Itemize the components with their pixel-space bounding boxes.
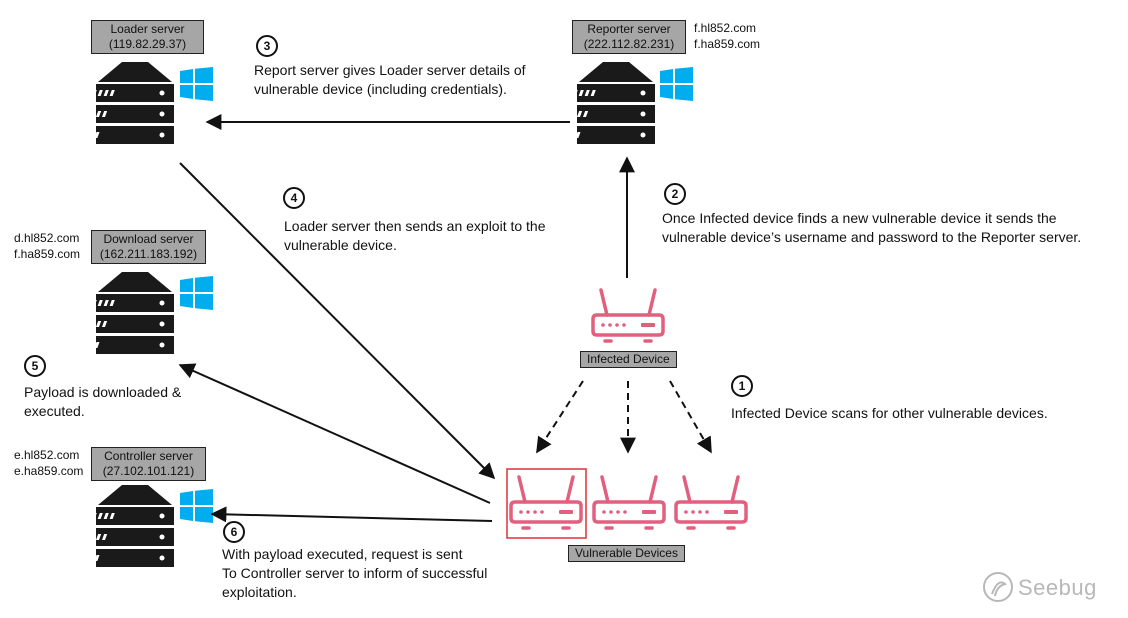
step-2-text: Once Infected device finds a new vulnera… bbox=[662, 209, 1081, 247]
reporter-domain: f.hl852.com bbox=[694, 21, 757, 35]
vulnerable-devices-label: Vulnerable Devices bbox=[568, 545, 685, 562]
arrow-step-4 bbox=[179, 162, 496, 480]
reporter-server-ip: (222.112.82.231) bbox=[583, 37, 675, 51]
step-text-line: vulnerable device’s username and passwor… bbox=[662, 229, 1082, 245]
arrow-step-5 bbox=[178, 363, 491, 504]
step-4-text: Loader server then sends an exploit to t… bbox=[284, 217, 546, 255]
controller-windows-icon bbox=[180, 489, 213, 523]
vulnerable-router-icon bbox=[592, 475, 666, 530]
selected-device-frame bbox=[506, 468, 587, 539]
step-4-number: 4 bbox=[283, 187, 305, 209]
reporter-server-label: Reporter server (222.112.82.231) bbox=[572, 20, 686, 54]
download-domain: d.hl852.com bbox=[14, 231, 80, 245]
step-6-number: 6 bbox=[223, 521, 245, 543]
step-text-line: Payload is downloaded & bbox=[24, 384, 182, 400]
download-domains: d.hl852.com f.ha859.com bbox=[14, 230, 80, 262]
infected-device-label: Infected Device bbox=[580, 351, 677, 368]
vulnerable-router-icon bbox=[674, 475, 748, 530]
step-text-line: executed. bbox=[24, 403, 85, 419]
step-text-line: exploitation. bbox=[222, 584, 297, 600]
step-6-text: With payload executed, request is sent T… bbox=[222, 545, 487, 602]
download-domain: f.ha859.com bbox=[14, 247, 81, 261]
step-text-line: Infected Device scans for other vulnerab… bbox=[731, 405, 1048, 421]
step-5-number: 5 bbox=[24, 355, 46, 377]
controller-domain: e.ha859.com bbox=[14, 464, 84, 478]
controller-server-label: Controller server (27.102.101.121) bbox=[91, 447, 206, 481]
controller-domain: e.hl852.com bbox=[14, 448, 80, 462]
loader-windows-icon bbox=[180, 67, 213, 101]
loader-server-name: Loader server bbox=[110, 22, 185, 36]
download-server-icon bbox=[76, 272, 174, 354]
reporter-windows-icon bbox=[660, 67, 693, 101]
step-text-line: To Controller server to inform of succes… bbox=[222, 565, 488, 581]
vulnerable-router-icon bbox=[509, 475, 583, 530]
loader-server-ip: (119.82.29.37) bbox=[108, 37, 187, 51]
step-3-text: Report server gives Loader server detail… bbox=[254, 61, 526, 99]
step-text-line: vulnerable device. bbox=[284, 237, 397, 253]
step-text-line: With payload executed, request is sent bbox=[222, 546, 463, 562]
step-text-line: Report server gives Loader server detail… bbox=[254, 62, 526, 78]
download-server-label: Download server (162.211.183.192) bbox=[91, 230, 206, 264]
scan-arrow bbox=[669, 380, 712, 454]
scan-arrow bbox=[536, 380, 584, 454]
step-text-line: Loader server then sends an exploit to t… bbox=[284, 218, 546, 234]
reporter-domain: f.ha859.com bbox=[694, 37, 761, 51]
step-1-text: Infected Device scans for other vulnerab… bbox=[731, 404, 1048, 423]
controller-server-ip: (27.102.101.121) bbox=[102, 464, 195, 478]
loader-server-label: Loader server (119.82.29.37) bbox=[91, 20, 204, 54]
download-windows-icon bbox=[180, 276, 213, 310]
step-text-line: vulnerable device (including credentials… bbox=[254, 81, 507, 97]
controller-server-icon bbox=[76, 485, 174, 567]
reporter-server-icon bbox=[557, 62, 655, 144]
loader-server-icon bbox=[76, 62, 174, 144]
arrow-step-6 bbox=[210, 506, 493, 523]
watermark-text: Seebug bbox=[1018, 575, 1097, 600]
controller-server-name: Controller server bbox=[104, 449, 193, 463]
step-text-line: Once Infected device finds a new vulnera… bbox=[662, 210, 1057, 226]
reporter-domains: f.hl852.com f.ha859.com bbox=[694, 20, 760, 52]
infected-router-icon bbox=[591, 288, 665, 343]
step-1-number: 1 bbox=[731, 375, 753, 397]
download-server-ip: (162.211.183.192) bbox=[99, 247, 198, 261]
controller-domains: e.hl852.com e.ha859.com bbox=[14, 447, 83, 479]
step-3-number: 3 bbox=[256, 35, 278, 57]
seebug-logo-icon bbox=[983, 572, 1013, 602]
download-server-name: Download server bbox=[103, 232, 194, 246]
step-5-text: Payload is downloaded & executed. bbox=[24, 383, 181, 421]
reporter-server-name: Reporter server bbox=[587, 22, 671, 36]
step-2-number: 2 bbox=[664, 183, 686, 205]
